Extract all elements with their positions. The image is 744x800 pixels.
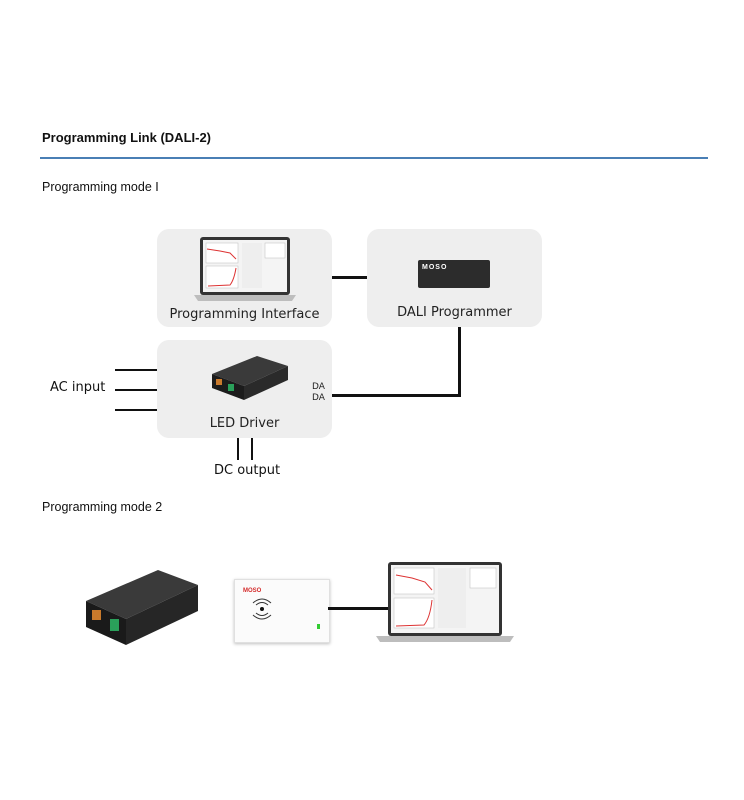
programmer-vertical-wire	[458, 327, 461, 397]
da-wire	[332, 394, 461, 397]
section-title: Programming Link (DALI-2)	[42, 130, 212, 145]
da-label-2: DA	[312, 393, 325, 403]
nfc-wave-icon	[252, 598, 272, 620]
programming-interface-label: Programming Interface	[169, 307, 320, 322]
dali-programmer-device: MOSO	[418, 260, 490, 288]
usb-cable	[328, 607, 388, 610]
mode1-title: Programming mode I	[42, 180, 159, 194]
section-divider	[40, 157, 708, 159]
programmer-brand-logo: MOSO	[422, 264, 448, 271]
da-label-1: DA	[312, 382, 325, 392]
dc-wire	[237, 438, 239, 460]
status-led	[317, 624, 320, 629]
programming-interface-box: Programming Interface	[157, 229, 332, 327]
laptop-icon	[376, 562, 514, 642]
led-driver-box: LED Driver DA DA	[157, 340, 332, 438]
ac-wire	[115, 389, 157, 391]
connector-line	[332, 276, 367, 279]
ac-input-label: AC input	[50, 380, 106, 395]
laptop-icon	[194, 237, 296, 301]
led-driver-label: LED Driver	[209, 416, 280, 431]
dali-programmer-label: DALI Programmer	[397, 305, 512, 320]
led-driver-device-icon	[86, 570, 198, 645]
dc-output-label: DC output	[214, 463, 281, 478]
reader-brand-logo: MOSO	[243, 588, 262, 594]
ac-wire	[115, 369, 157, 371]
dali-programmer-box: MOSO DALI Programmer	[367, 229, 542, 327]
nfc-reader-device: MOSO	[234, 579, 330, 643]
mode2-title: Programming mode 2	[42, 500, 163, 514]
led-driver-device-icon	[212, 356, 288, 400]
ac-wire	[115, 409, 157, 411]
dc-wire	[251, 438, 253, 460]
